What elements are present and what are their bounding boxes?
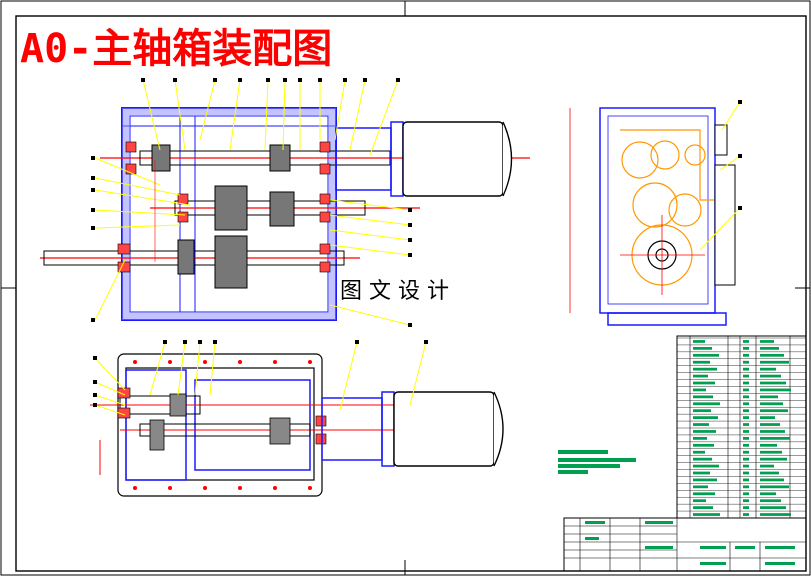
parts-list-cell — [760, 347, 779, 350]
parts-list-cell — [743, 416, 749, 419]
parts-list-cell — [760, 450, 782, 454]
parts-list-cell — [693, 499, 706, 503]
parts-list-cell — [743, 478, 749, 482]
parts-list-cell — [760, 499, 781, 503]
parts-list-cell — [743, 464, 749, 468]
parts-list-cell — [760, 471, 779, 475]
parts-list-cell — [760, 464, 774, 468]
parts-list-cell — [760, 513, 791, 516]
parts-list-cell — [743, 443, 749, 447]
parts-list-cell — [693, 513, 720, 516]
parts-list-cell — [743, 471, 749, 475]
watermark-text: 图 文 设 计 — [340, 279, 449, 304]
parts-list-cell — [760, 506, 786, 509]
parts-list-cell — [760, 340, 774, 343]
parts-list-cell — [693, 437, 707, 440]
parts-list-cell — [743, 506, 749, 509]
parts-list-cell — [743, 381, 749, 385]
parts-list-cell — [743, 423, 749, 426]
parts-list-cell — [760, 443, 777, 447]
parts-list-cell — [693, 347, 712, 350]
parts-list-cell — [743, 395, 749, 399]
parts-list-cell — [693, 402, 720, 406]
parts-list-cell — [743, 374, 749, 378]
parts-list-cell — [743, 457, 749, 461]
parts-list-cell — [743, 485, 749, 489]
parts-list-cell — [693, 506, 713, 509]
parts-list-cell — [693, 395, 713, 399]
parts-list-cell — [743, 360, 749, 364]
parts-list-cell — [743, 492, 749, 496]
parts-list-cell — [760, 360, 789, 364]
parts-list-cell — [760, 388, 791, 392]
parts-list-cell — [760, 353, 784, 357]
parts-list-cell — [760, 478, 784, 482]
parts-list-cell — [743, 513, 749, 516]
parts-list-cell — [693, 340, 705, 343]
parts-list-cell — [693, 450, 705, 454]
front-section-view — [40, 78, 530, 327]
parts-list-cell — [693, 353, 719, 357]
parts-list-cell — [693, 388, 706, 392]
parts-list-cell — [743, 388, 749, 392]
parts-list-cell — [760, 492, 776, 496]
parts-list-cell — [693, 374, 708, 378]
parts-list-cell — [760, 437, 790, 440]
parts-list-cell — [760, 409, 788, 413]
parts-list-cell — [743, 353, 749, 357]
parts-list-cell — [693, 367, 717, 371]
parts-list-cell — [743, 340, 749, 343]
parts-list-cell — [743, 499, 749, 503]
parts-list-cell — [760, 485, 789, 489]
parts-list-cell — [760, 395, 778, 399]
parts-list-cell — [693, 485, 708, 489]
parts-list-cell — [743, 367, 749, 371]
parts-list-cell — [760, 457, 787, 461]
parts-list-cell — [760, 402, 783, 406]
parts-list-cell — [693, 471, 710, 475]
parts-list-cell — [693, 409, 711, 413]
parts-list-cell — [693, 381, 715, 385]
parts-list-cell — [693, 416, 718, 419]
parts-list-cell — [760, 367, 776, 371]
parts-list-cell — [693, 457, 712, 461]
top-view — [90, 340, 504, 497]
parts-list-cell — [693, 360, 710, 364]
parts-list-cell — [693, 443, 714, 447]
parts-list-cell — [693, 430, 716, 433]
parts-list-cell — [743, 409, 749, 413]
parts-list-cell — [743, 450, 749, 454]
parts-list-cell — [743, 347, 749, 350]
technical-notes — [558, 450, 636, 474]
parts-list-cell — [743, 402, 749, 406]
parts-list-cell — [760, 374, 781, 378]
parts-list-cell — [760, 416, 775, 419]
parts-list-cell — [760, 381, 786, 385]
parts-list-cell — [760, 430, 785, 433]
drawing-title: A0-主轴箱装配图 — [20, 26, 332, 72]
parts-list-cell — [693, 492, 715, 496]
side-view — [569, 100, 742, 326]
parts-list-cell — [743, 430, 749, 433]
parts-list-cell — [743, 437, 749, 440]
title-block — [563, 517, 807, 572]
parts-list-cell — [760, 423, 780, 426]
parts-list-cell — [693, 478, 717, 482]
parts-list-cell — [693, 464, 719, 468]
parts-list-table — [676, 335, 807, 519]
parts-list-cell — [693, 423, 709, 426]
